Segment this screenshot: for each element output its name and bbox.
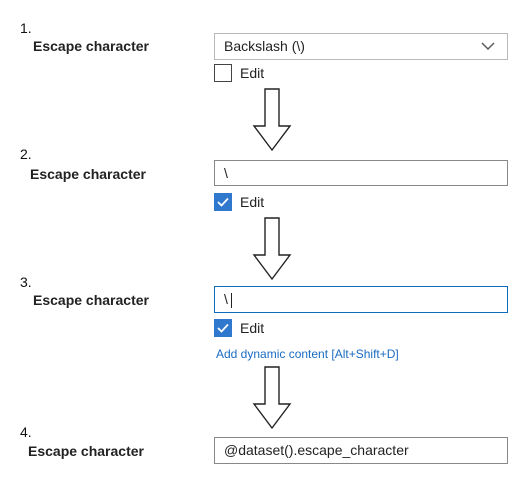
- arrow-down-icon: [252, 366, 292, 430]
- checkmark-icon: [217, 197, 229, 207]
- edit-checkbox[interactable]: [214, 193, 232, 211]
- field-label: Escape character: [33, 38, 149, 54]
- arrow-down-icon: [252, 217, 292, 281]
- edit-label: Edit: [240, 194, 265, 210]
- escape-character-input[interactable]: @dataset().escape_character: [214, 437, 508, 464]
- arrow-down-icon: [252, 88, 292, 152]
- checkmark-icon: [217, 323, 229, 333]
- input-value: \: [224, 291, 228, 307]
- escape-character-input[interactable]: \: [214, 286, 508, 313]
- field-label: Escape character: [30, 166, 146, 182]
- field-label: Escape character: [28, 443, 144, 459]
- field-label: Escape character: [33, 292, 149, 308]
- step-number: 3.: [20, 274, 32, 290]
- edit-checkbox[interactable]: [214, 319, 232, 337]
- dropdown-value: Backslash (\): [224, 38, 305, 54]
- escape-character-input[interactable]: \: [214, 160, 508, 186]
- step-number: 1.: [20, 20, 32, 36]
- step-number: 4.: [20, 424, 32, 440]
- input-value: @dataset().escape_character: [224, 442, 409, 458]
- edit-label: Edit: [240, 65, 265, 81]
- chevron-down-icon: [481, 42, 495, 50]
- edit-checkbox-row[interactable]: Edit: [214, 192, 264, 212]
- edit-label: Edit: [240, 320, 265, 336]
- edit-checkbox[interactable]: [214, 64, 232, 82]
- escape-character-dropdown[interactable]: Backslash (\): [214, 33, 508, 60]
- text-caret: [230, 292, 232, 308]
- step-number: 2.: [20, 146, 32, 162]
- edit-checkbox-row[interactable]: Edit: [214, 318, 264, 338]
- input-value: \: [224, 165, 228, 181]
- edit-checkbox-row[interactable]: Edit: [214, 63, 264, 83]
- add-dynamic-content-link[interactable]: Add dynamic content [Alt+Shift+D]: [216, 347, 399, 361]
